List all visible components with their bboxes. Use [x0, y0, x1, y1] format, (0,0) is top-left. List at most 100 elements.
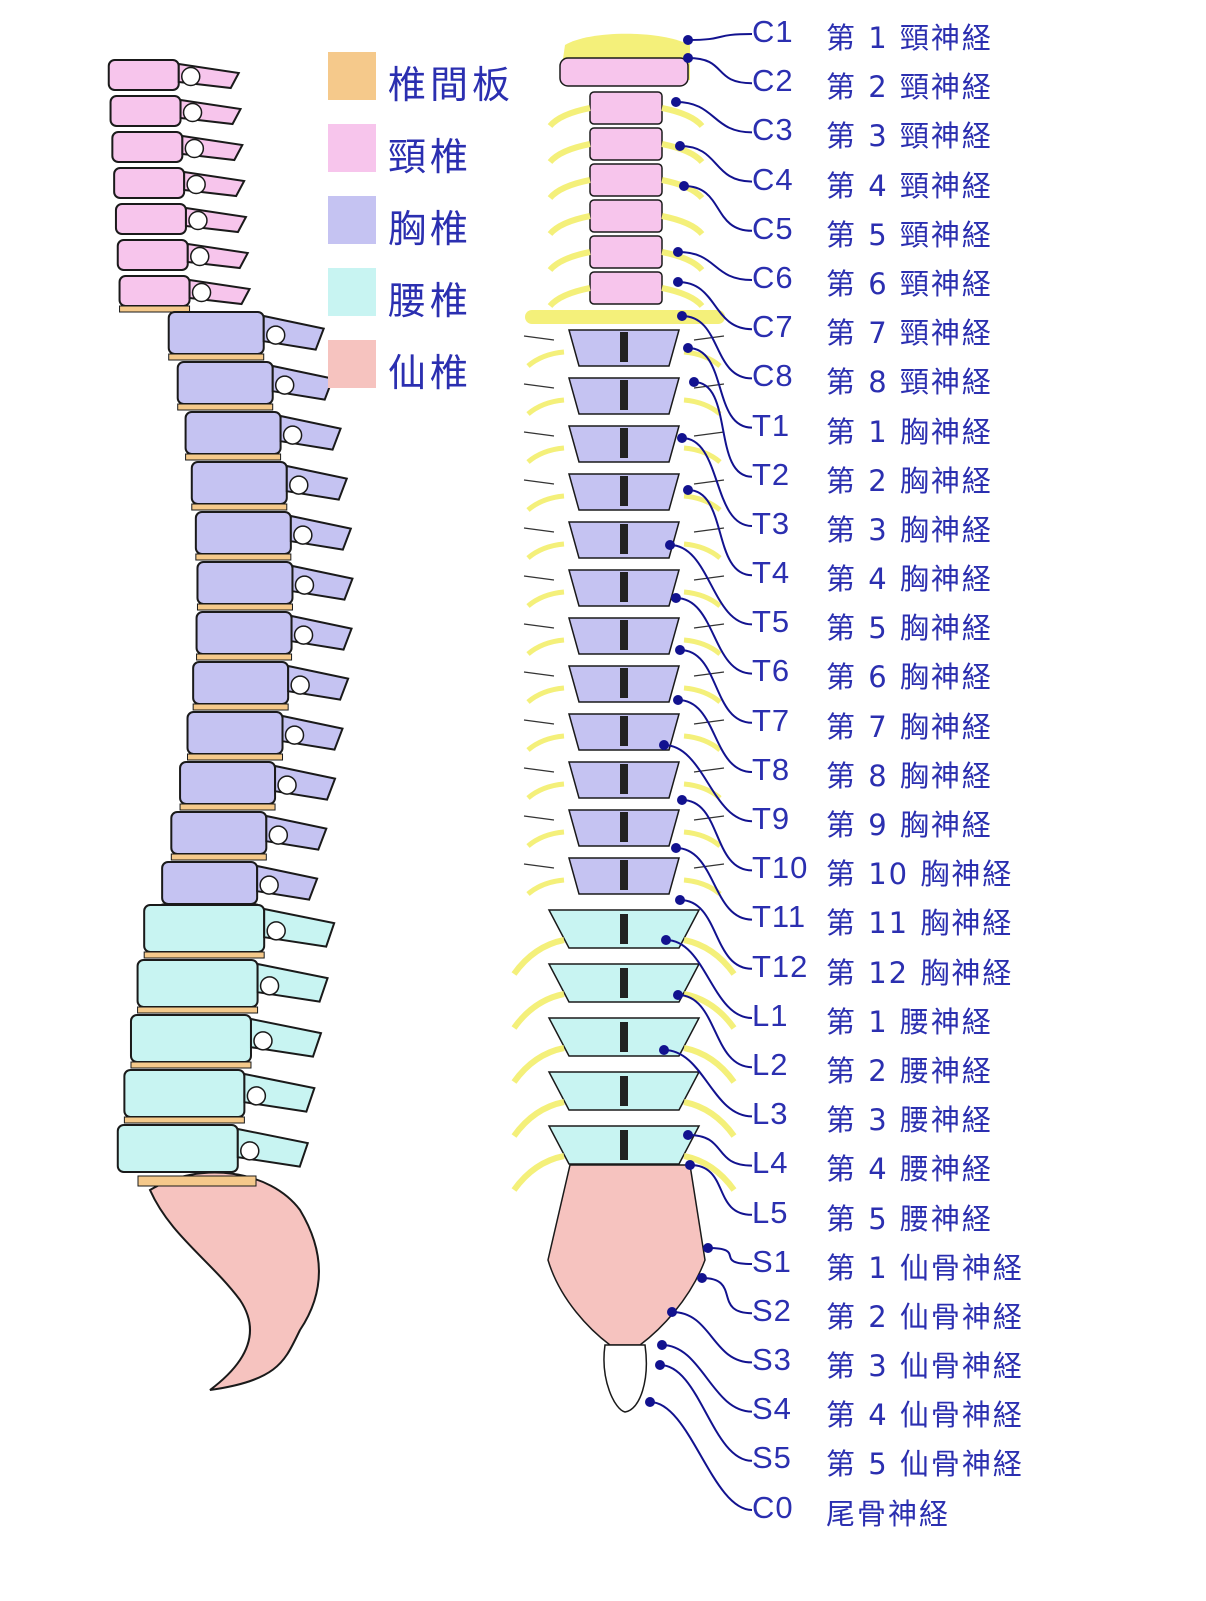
vertebral-body	[116, 239, 189, 271]
front-thoracic-vertebra	[523, 809, 725, 848]
leader-dot-l1	[661, 935, 671, 945]
leader-dot-c4	[675, 141, 685, 151]
nerve-code: S2	[752, 1292, 792, 1328]
leader-dot-t5	[665, 540, 675, 550]
leader-line-c8	[681, 315, 753, 380]
nerve-code: T6	[752, 653, 791, 689]
front-thoracic-vertebra	[523, 665, 725, 704]
side-vertebra-lumbar	[143, 904, 336, 959]
vertebral-body	[196, 561, 294, 605]
cervical-swatch	[328, 124, 376, 172]
cervical-vertebra	[589, 91, 663, 125]
leader-dot-t6	[671, 593, 681, 603]
vertebral-body	[192, 661, 290, 705]
nerve-name: 第 8 頸神経	[826, 365, 993, 400]
leader-line-l3	[663, 1049, 753, 1118]
leader-line-c4	[679, 145, 753, 183]
nerve-leader-lines	[645, 33, 753, 1511]
nerve-name: 第 3 胸神経	[826, 512, 993, 547]
nerve-name: 第 6 頸神経	[826, 266, 993, 301]
leader-line-s3	[671, 1311, 753, 1364]
spinal-canal	[620, 860, 628, 890]
nerve-code: T7	[752, 702, 791, 738]
foramen	[190, 246, 210, 267]
leader-dot-c5	[679, 181, 689, 191]
intervertebral-disc	[177, 403, 274, 411]
nerve-name: 第 7 頸神経	[826, 316, 993, 351]
leader-line-c5	[683, 185, 753, 232]
leader-dot-l5	[685, 1160, 695, 1170]
nerve-name: 第 3 仙骨神経	[826, 1349, 1024, 1384]
vertebral-body	[176, 361, 274, 405]
leader-dot-t9	[659, 740, 669, 750]
foramen	[186, 174, 206, 195]
spinal-canal	[620, 572, 628, 602]
side-vertebra-lumbar	[129, 1014, 323, 1069]
nerve-name: 第 2 腰神経	[826, 1053, 993, 1088]
intervertebral-disc	[137, 1006, 259, 1014]
leader-dot-c1	[683, 35, 693, 45]
vertebral-body	[129, 1014, 252, 1063]
leader-line-c6	[677, 251, 753, 281]
nerve-name: 第 3 腰神経	[826, 1103, 993, 1138]
nerve-code: S5	[752, 1440, 792, 1476]
foramen	[259, 976, 280, 996]
foramen	[266, 921, 286, 941]
nerve-name: 第 4 仙骨神経	[826, 1398, 1024, 1433]
nerve-name: 第 5 腰神経	[826, 1201, 993, 1236]
vertebral-body	[190, 461, 288, 505]
side-vertebra-lumbar	[123, 1069, 316, 1124]
nerve-name: 第 1 頸神経	[826, 21, 993, 55]
leader-line-t9	[663, 744, 753, 823]
nerve-root	[547, 249, 705, 273]
vertebral-body	[195, 611, 293, 655]
side-vertebra-cervical	[116, 239, 250, 271]
intervertebral-disc	[143, 951, 265, 959]
foramen	[274, 375, 295, 395]
intervertebral-disc	[137, 1175, 257, 1187]
leader-dot-t8	[673, 695, 683, 705]
vertebral-body	[114, 203, 187, 235]
legend-label: 腰椎	[388, 279, 473, 323]
nerve-root	[526, 589, 722, 608]
nerve-name: 第 2 仙骨神経	[826, 1299, 1024, 1334]
nerve-name: 第 11 胸神経	[826, 906, 1014, 941]
side-vertebra-thoracic	[194, 511, 353, 561]
foramen	[246, 1086, 267, 1106]
rib-stub	[523, 335, 725, 341]
front-thoracic-vertebra	[523, 617, 725, 656]
leader-dot-c3	[671, 97, 681, 107]
leader-line-t8	[677, 699, 753, 773]
foramen	[265, 325, 286, 345]
intervertebral-disc	[191, 503, 288, 511]
foramen	[253, 1031, 273, 1051]
nerve-code: L2	[752, 1046, 789, 1082]
front-thoracic-vertebra	[523, 569, 725, 608]
front-thoracic-vertebra	[523, 857, 725, 896]
spinal-canal	[620, 968, 628, 998]
leader-line-l1	[665, 939, 753, 1019]
leader-line-t2	[693, 381, 753, 478]
leader-line-s1	[707, 1247, 753, 1265]
leader-line-s4	[661, 1344, 753, 1413]
vertebral-body	[194, 511, 292, 555]
nerve-root	[526, 637, 722, 656]
cervical-vertebra	[589, 199, 663, 233]
foramen	[188, 210, 208, 231]
side-vertebra-thoracic	[167, 311, 326, 361]
leader-dot-s3	[667, 1307, 677, 1317]
side-vertebra-cervical	[109, 95, 243, 127]
spinal-canal	[620, 428, 628, 458]
leader-line-c2	[687, 57, 753, 85]
vertebral-body	[116, 1124, 239, 1173]
leader-line-t7	[679, 649, 753, 724]
nerve-name: 第 12 胸神経	[826, 955, 1014, 990]
nerve-name: 第 2 胸神経	[826, 463, 993, 498]
nerve-code: T8	[752, 751, 791, 787]
side-vertebra-thoracic	[184, 411, 342, 461]
leader-dot-c8	[677, 311, 687, 321]
nerve-root	[547, 285, 705, 309]
leader-line-t10	[681, 799, 753, 872]
rib-stub	[523, 431, 725, 437]
foramen	[293, 625, 314, 645]
